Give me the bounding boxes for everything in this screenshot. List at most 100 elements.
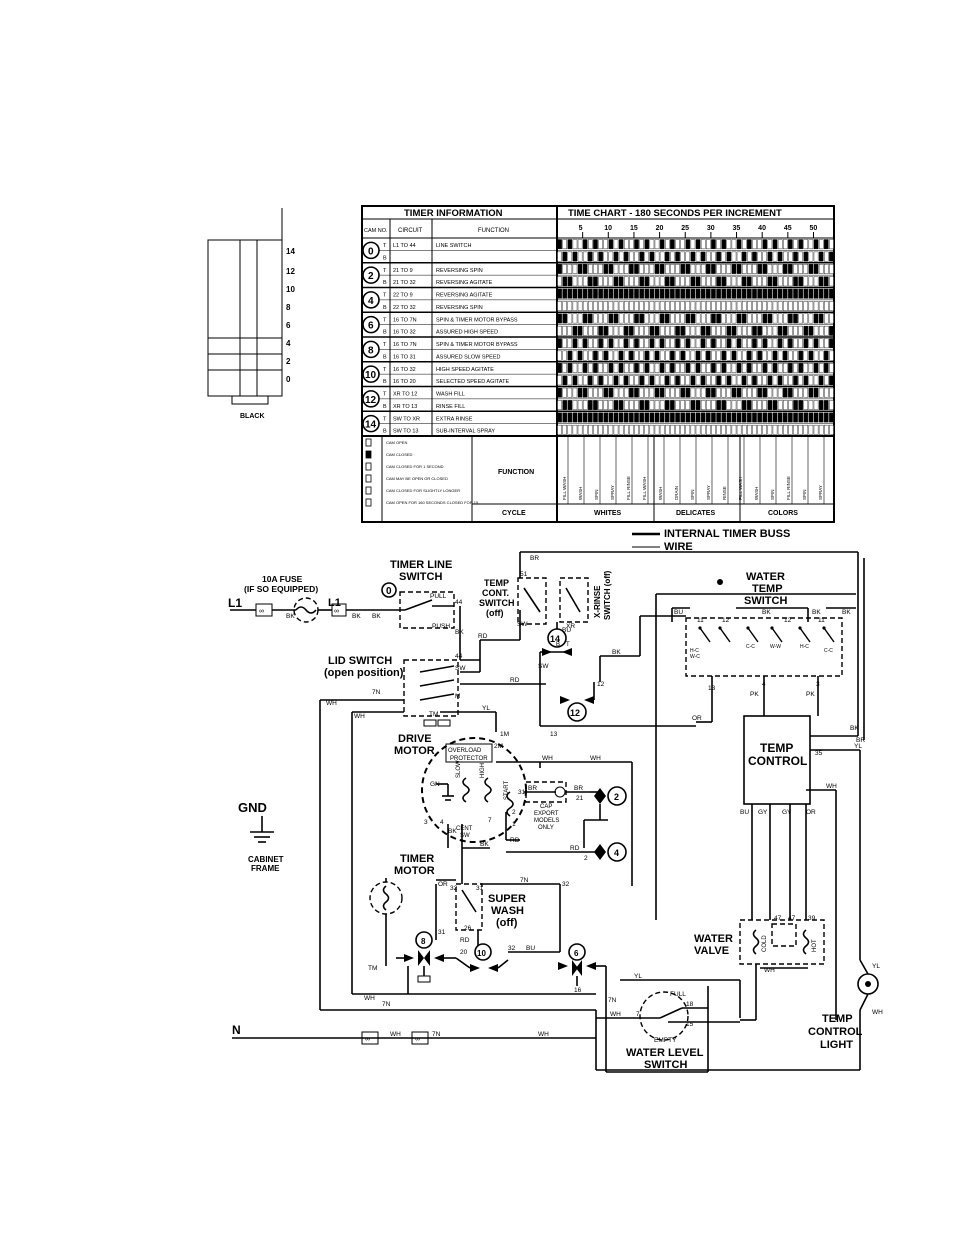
- footer-function-label: FILL RINSE: [626, 476, 631, 500]
- row-tb: T: [383, 367, 387, 373]
- svg-text:RD: RD: [460, 937, 470, 944]
- label-gnd: GND: [238, 800, 267, 815]
- wire-code: BR: [530, 555, 539, 562]
- wire-code: BK: [762, 609, 771, 616]
- connector-pin: 10: [286, 285, 295, 294]
- footer-cycle: CYCLE: [502, 510, 526, 517]
- label-super-wash: WASH: [491, 905, 524, 917]
- svg-text:YL: YL: [872, 963, 880, 970]
- switch-position: C-C: [746, 644, 755, 650]
- tick-label: 30: [707, 225, 715, 232]
- svg-text:RD: RD: [570, 845, 580, 852]
- svg-text:BU: BU: [740, 809, 749, 816]
- footer-function-label: FILL WASH: [738, 477, 743, 500]
- row-function: LINE SWITCH: [436, 243, 471, 249]
- row-tb: B: [383, 330, 387, 336]
- wire-code: BU: [674, 609, 683, 616]
- switch-position: W-W: [770, 644, 781, 650]
- terminal: 44: [455, 599, 463, 606]
- fuse-label-1: 10A FUSE: [262, 574, 303, 584]
- label-timer-motor: MOTOR: [394, 865, 435, 877]
- tb-letter: B: [556, 642, 560, 648]
- svg-text:WH: WH: [354, 713, 365, 720]
- label-temp-cont-4: (off): [486, 608, 504, 618]
- row-tb: T: [383, 416, 387, 422]
- svg-text:WH: WH: [364, 995, 375, 1002]
- row-tb: B: [383, 280, 387, 286]
- label-empty: EMPTY: [654, 1037, 677, 1044]
- terminal: 35: [815, 750, 823, 757]
- tick-label: 40: [758, 225, 766, 232]
- label-water-temp-3: SWITCH: [744, 595, 787, 607]
- footer-function-label: WASH: [578, 487, 583, 500]
- footer-function-label: SPRAY: [610, 485, 615, 500]
- wire-code: BK: [455, 629, 464, 636]
- row-function: REVERSING AGITATE: [436, 280, 493, 286]
- label-x-rinse: X-RINSE: [593, 585, 602, 618]
- cam-number: 8: [368, 345, 374, 356]
- schematic: L1 ∞ 10A FUSE (IF SO EQUIPPED) ∞ L1 BK B…: [228, 551, 883, 1073]
- footer-function-label: FILL WASH: [642, 477, 647, 500]
- switch-position: C-C: [824, 648, 833, 654]
- label-water-level: WATER LEVEL: [626, 1047, 704, 1059]
- label-tcl-control: CONTROL: [808, 1026, 863, 1038]
- wire-code: BK: [372, 613, 381, 620]
- row-tb: B: [383, 354, 387, 360]
- svg-text:32: 32: [562, 881, 570, 888]
- row-tb: B: [383, 379, 387, 385]
- terminal: 15: [686, 1021, 694, 1028]
- footer-function-label: SPIN: [802, 489, 807, 500]
- label-timer-line-switch-2: SWITCH: [399, 571, 442, 583]
- cam-number: 12: [365, 395, 377, 406]
- terminal: 16: [574, 987, 582, 994]
- svg-text:∞: ∞: [415, 1036, 420, 1043]
- row-tb: T: [383, 317, 387, 323]
- label-lid-switch: LID SWITCH: [328, 655, 392, 667]
- wire-code: TM: [368, 965, 377, 972]
- svg-text:12: 12: [784, 617, 792, 624]
- svg-text:BR: BR: [856, 737, 865, 744]
- terminal: 1M: [500, 731, 509, 738]
- timer-chart-table: TIMER INFORMATION TIME CHART - 180 SECON…: [361, 205, 835, 523]
- tick-label: 10: [604, 225, 612, 232]
- label-lid-switch-2: (open position): [324, 667, 404, 679]
- wire-code: GN: [430, 781, 440, 788]
- legend-entry: CAM MAY BE OPEN OR CLOSED: [386, 476, 448, 481]
- terminal: 26: [464, 925, 472, 932]
- footer-function-label: WASH: [658, 487, 663, 500]
- label-models: MODELS: [534, 818, 559, 824]
- row-function: SPIN & TIMER MOTOR BYPASS: [436, 342, 518, 348]
- connector-block: 14 12 10 8 6 4 2 0 BLACK: [207, 208, 295, 420]
- wire-code: WH: [538, 1031, 549, 1038]
- svg-text:WH: WH: [590, 755, 601, 762]
- terminal: 47: [788, 915, 796, 922]
- row-circuit: 16 TO 31: [393, 354, 416, 360]
- row-circuit: XR TO 12: [393, 392, 417, 398]
- svg-text:WH: WH: [610, 1011, 621, 1018]
- tick-label: 15: [630, 225, 638, 232]
- label-cold: COLD: [762, 935, 768, 952]
- wire-code: BR: [528, 785, 537, 792]
- footer-function-label: DRAIN: [674, 486, 679, 500]
- footer-function-label: SPRAY: [706, 485, 711, 500]
- terminal: 21: [576, 795, 584, 802]
- row-function: REVERSING AGITATE: [436, 293, 493, 299]
- footer-function-label: SPIN: [770, 489, 775, 500]
- row-tb: B: [383, 429, 387, 435]
- terminal: TM: [429, 711, 438, 718]
- row-tb: T: [383, 293, 387, 299]
- label-temp-control-2: CONTROL: [748, 754, 807, 768]
- switch-position: H-C: [690, 648, 699, 654]
- wire-code: OR: [806, 809, 816, 816]
- cycle-whites: WHITES: [594, 510, 622, 517]
- row-tb: T: [383, 392, 387, 398]
- connector-pin: 0: [286, 375, 291, 384]
- label-export: EXPORT: [534, 811, 559, 817]
- terminal: 11: [818, 617, 825, 624]
- terminal: 11: [697, 617, 704, 624]
- footer-function-label: FILL RINSE: [786, 476, 791, 500]
- wire-code: YL: [854, 743, 862, 750]
- terminal: M: [455, 693, 460, 700]
- cam-circle: 0: [386, 586, 392, 597]
- label-temp-cont-2: CONT.: [482, 588, 509, 598]
